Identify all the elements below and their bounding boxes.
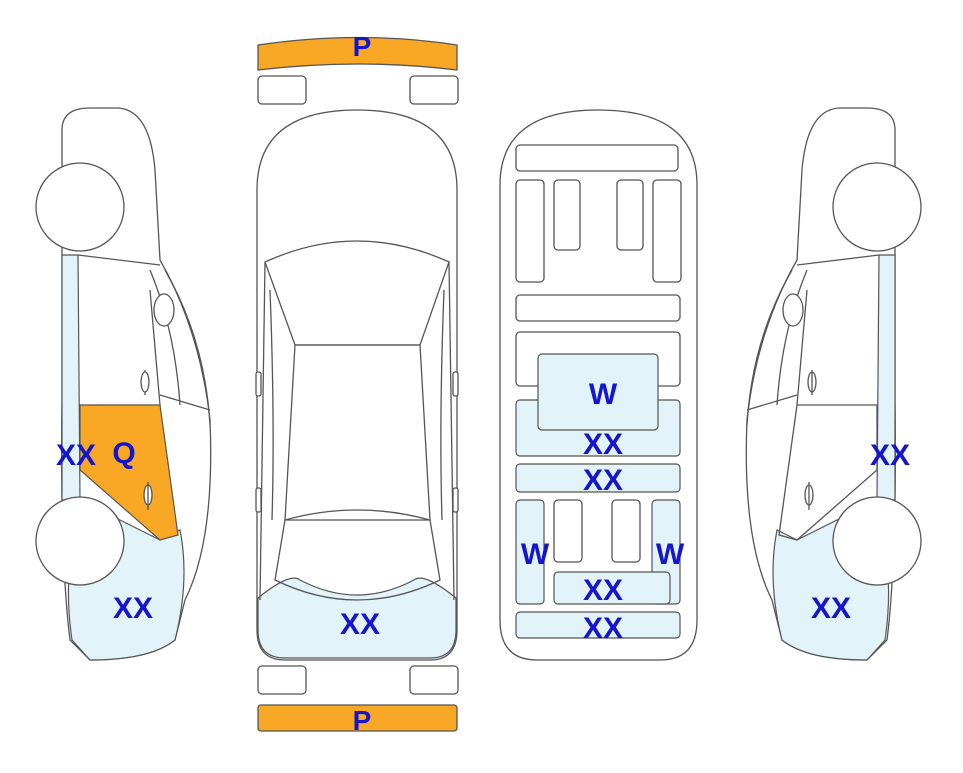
rear-right-light [409, 665, 459, 695]
car-right-side-view [745, 107, 922, 661]
interior-trunk-damage[interactable] [515, 611, 681, 639]
right-side-door-label: XX [870, 439, 910, 472]
front-right-light [409, 75, 459, 105]
interior-left-rear-panel-damage[interactable] [515, 499, 545, 605]
rear-bumper[interactable] [257, 704, 458, 732]
left-side-door-label: XX [56, 439, 96, 472]
top-rear-damage-area[interactable] [257, 577, 457, 659]
interior-left-rear-seat [553, 499, 583, 563]
interior-xx-2-label: XX [583, 464, 623, 497]
interior-w-center-label: W [589, 378, 618, 411]
left-side-door-code-label: Q [112, 437, 135, 470]
front-bumper-label: P [353, 31, 372, 62]
rear-bumper-label: P [353, 705, 372, 736]
interior-middle-bench-damage[interactable] [515, 463, 681, 493]
car-left-side-view [35, 107, 212, 661]
interior-w-right-label: W [656, 538, 685, 571]
interior-xx-3-label: XX [583, 574, 623, 607]
left-door-damage[interactable] [79, 404, 179, 541]
left-rear-quarter-label: XX [113, 592, 153, 625]
interior-w-left-label: W [521, 538, 550, 571]
right-rear-quarter-label: XX [811, 592, 851, 625]
interior-center-console-damage[interactable] [537, 353, 659, 431]
front-bumper[interactable] [257, 36, 458, 71]
car-top-view [255, 109, 459, 661]
top-rear-label: XX [340, 608, 380, 641]
interior-xx-1-label: XX [583, 428, 623, 461]
interior-xx-4-label: XX [583, 612, 623, 645]
rear-left-light [257, 665, 307, 695]
front-left-light [257, 75, 307, 105]
interior-rear-center-damage[interactable] [553, 571, 671, 605]
interior-right-rear-seat [611, 499, 641, 563]
